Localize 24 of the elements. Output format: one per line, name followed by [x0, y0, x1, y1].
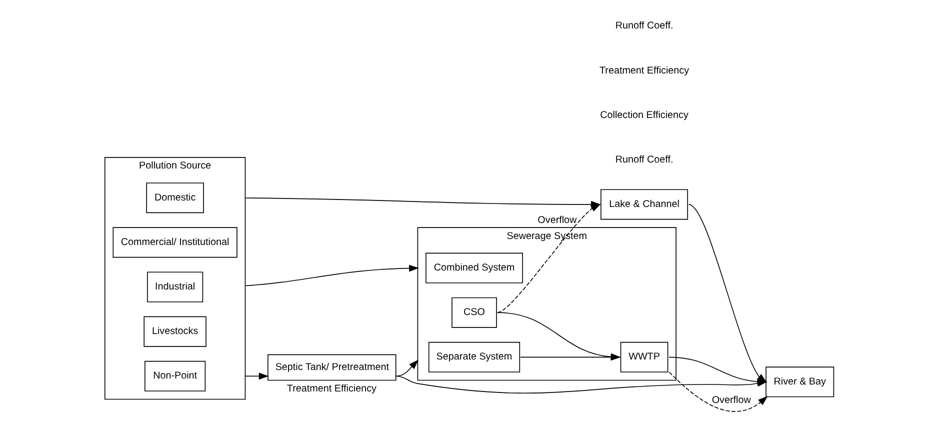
label: Collection Efficiency: [600, 110, 688, 121]
label: Treatment Efficiency: [599, 65, 690, 76]
arrow: [244, 264, 419, 286]
arrow: [395, 360, 419, 377]
node-box: Commercial/ Institutional: [112, 227, 238, 258]
arrow: [244, 372, 269, 380]
node-box: River & Bay: [766, 366, 834, 398]
label: Runoff Coeff.: [615, 20, 674, 32]
label: Runoff Coeff.: [615, 154, 674, 166]
node-box: Domestic: [146, 182, 204, 214]
node-box: WWTP: [620, 342, 668, 372]
node-box: Non-Point: [144, 360, 206, 392]
arrow: [496, 204, 601, 313]
node-box: Separate System: [428, 342, 520, 372]
edge-label: Overflow: [712, 395, 751, 406]
node-box: Livestocks: [144, 316, 206, 347]
arrow: [688, 204, 768, 383]
node-box: Industrial: [147, 272, 204, 302]
node-box: Septic Tank/ Pretreatment: [268, 354, 396, 381]
node-box: Lake & Channel: [600, 189, 688, 220]
node-box: Combined System: [426, 252, 523, 284]
node-label: Treatment Efficiency: [286, 383, 377, 394]
node-box: CSO: [452, 297, 497, 328]
edge-label: Overflow: [538, 215, 577, 226]
